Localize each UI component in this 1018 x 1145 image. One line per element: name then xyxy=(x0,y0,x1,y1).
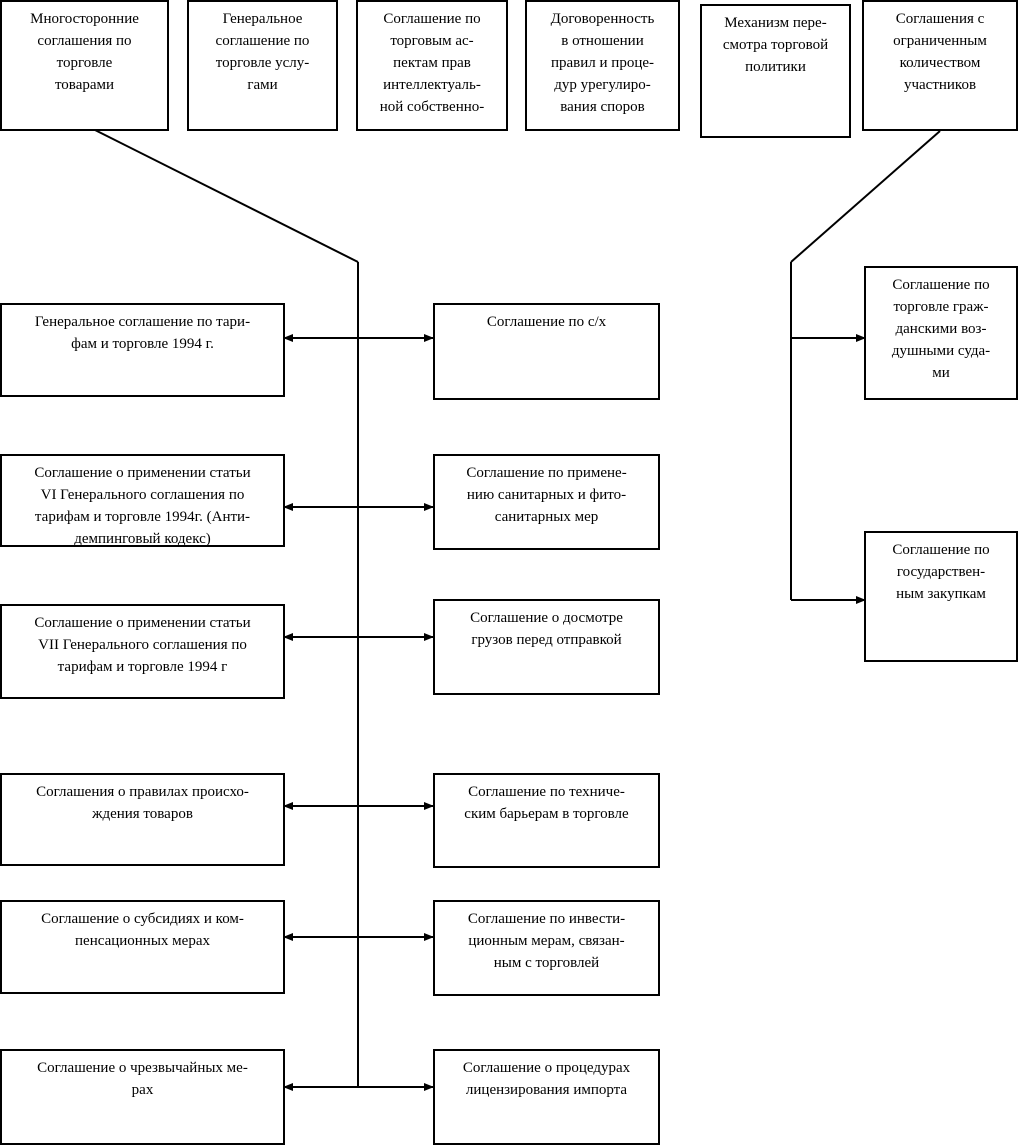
box-import-licensing: Соглашение о процедурах лицензирования и… xyxy=(433,1049,660,1145)
trunk-diagonal xyxy=(94,129,359,263)
box-trade-policy-review: Механизм пере- смотра торговой политики xyxy=(700,4,851,138)
box-safeguards: Соглашение о чрезвычайных ме- рах xyxy=(0,1049,285,1145)
box-subsidies: Соглашение о субсидиях и ком- пенсационн… xyxy=(0,900,285,994)
box-sps: Соглашение по примене- нию санитарных и … xyxy=(433,454,660,550)
box-civil-aircraft: Соглашение по торговле граж- данскими во… xyxy=(864,266,1018,400)
box-multilateral-goods: Многосторонние соглашения по торговле то… xyxy=(0,0,169,131)
box-gats: Генеральное соглашение по торговле услу-… xyxy=(187,0,338,131)
box-tbt: Соглашение по техниче- ским барьерам в т… xyxy=(433,773,660,868)
box-customs-valuation: Соглашение о применении статьи VII Генер… xyxy=(0,604,285,699)
right-trunk-diagonal xyxy=(790,130,941,263)
box-gatt-1994: Генеральное соглашение по тари- фам и то… xyxy=(0,303,285,397)
box-rules-of-origin: Соглашения о правилах происхо- ждения то… xyxy=(0,773,285,866)
box-agriculture: Соглашение по с/х xyxy=(433,303,660,400)
box-dispute-settlement: Договоренность в отношении правил и проц… xyxy=(525,0,680,131)
box-trims: Соглашение по инвести- ционным мерам, св… xyxy=(433,900,660,996)
box-trips: Соглашение по торговым ас- пектам прав и… xyxy=(356,0,508,131)
box-plurilateral: Соглашения с ограниченным количеством уч… xyxy=(862,0,1018,131)
box-anti-dumping: Соглашение о применении статьи VI Генера… xyxy=(0,454,285,547)
box-preshipment: Соглашение о досмотре грузов перед отпра… xyxy=(433,599,660,695)
box-government-procurement: Соглашение по государствен- ным закупкам xyxy=(864,531,1018,662)
